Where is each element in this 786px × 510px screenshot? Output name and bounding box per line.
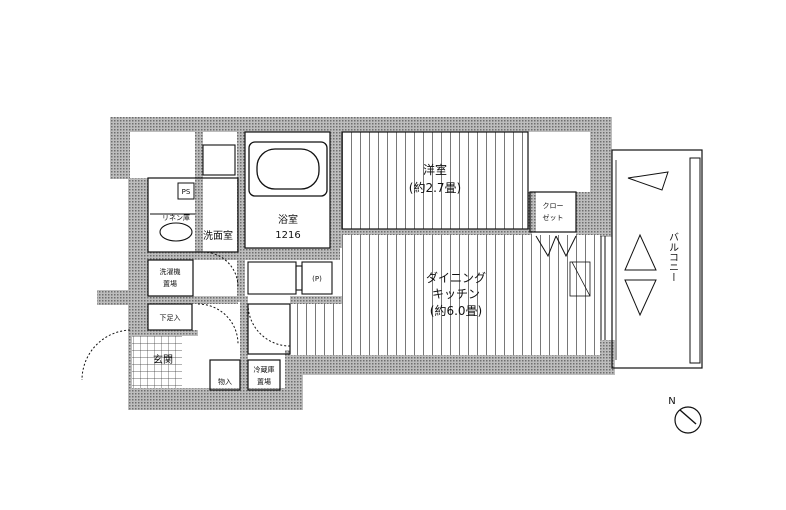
washroom-name: 洗面室 [203,229,233,242]
ps-box [177,182,195,200]
entrance-tile [132,336,182,388]
fridge-label-1: 冷蔵庫 [254,365,275,374]
balcony [569,149,703,369]
room-outlines [147,131,577,391]
western-room-name: 洋室 [423,162,447,177]
washer-label-2: 置場 [163,279,177,288]
dining-label-1: ダイニング [426,270,486,285]
entrance-label: 玄関 [153,353,173,366]
pipe-label: (P) [312,275,322,283]
western-room-area: (約2.7畳) [409,180,461,195]
compass: N [668,396,702,434]
dining-kitchen-floor [342,235,600,355]
washer-label-1: 洗濯機 [160,267,181,276]
washbasin [150,144,236,242]
dining-label-2: キッチン [432,287,480,301]
hall-floor [290,304,342,355]
ps-label: PS [182,188,191,196]
shoe-label: 下足入 [160,314,181,322]
closet-doors [535,235,577,258]
interior-walls [148,132,590,396]
kitchen-counter [247,261,333,295]
closet-label-1: クロー [543,202,564,210]
bath-size: 1216 [275,230,300,241]
closet-label-2: ゼット [543,213,564,222]
fridge-label-2: 置場 [257,377,271,386]
western-room-floor [342,132,528,229]
dining-area: (約6.0畳) [430,303,482,318]
storage-label: 物入 [218,377,232,386]
bath-name: 浴室 [278,213,298,226]
bathtub [248,141,328,197]
balcony-label: バルコニー [667,232,679,282]
linen-name: リネン庫 [162,213,190,222]
doors [81,251,291,381]
compass-north-icon: N [668,396,675,407]
